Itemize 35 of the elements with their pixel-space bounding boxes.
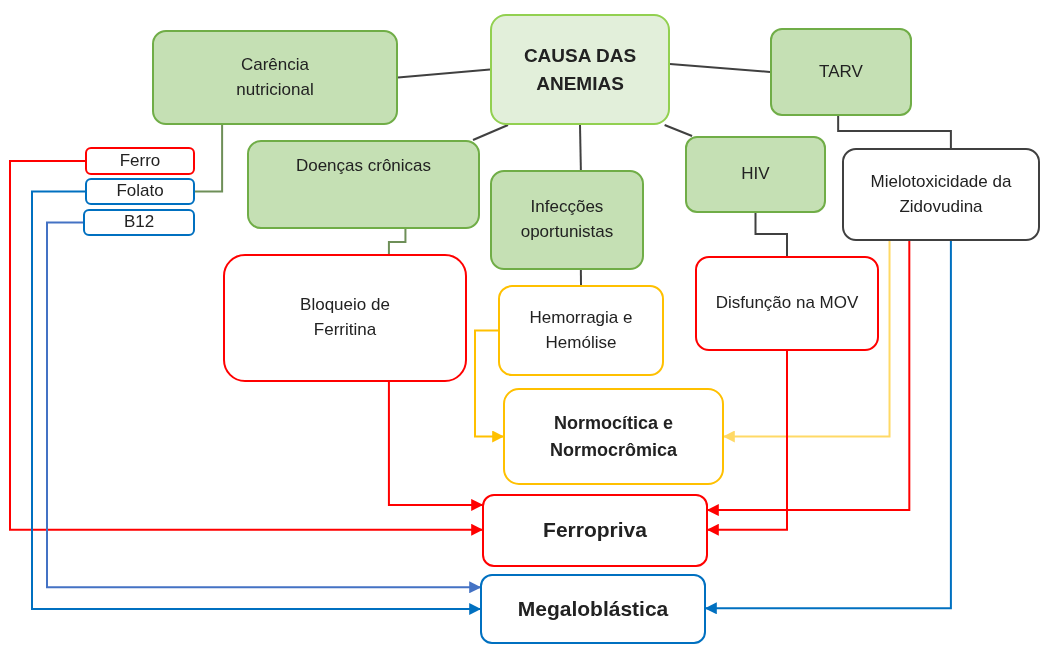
nutrient-box: B12 [83, 209, 195, 236]
arrow [9, 160, 484, 536]
connector-line [754, 212, 788, 257]
cause-box: Bloqueio de Ferritina [223, 254, 467, 382]
anemia-type-box: Ferropriva [482, 494, 708, 567]
arrow [722, 240, 891, 443]
category-box: Infecções oportunistas [490, 170, 644, 270]
connector-line [397, 68, 491, 79]
category-box: Doenças crônicas [247, 140, 480, 229]
connector-line [669, 62, 771, 73]
anemia-type-box: Megaloblástica [480, 574, 706, 644]
title-box: CAUSA DAS ANEMIAS [490, 14, 670, 125]
connector-line [472, 124, 509, 141]
anemia-type-box: Normocítica e Normocrômica [503, 388, 724, 485]
category-box: Carência nutricional [152, 30, 398, 125]
connector-line [837, 115, 952, 149]
arrow [31, 190, 482, 615]
connector-line [579, 124, 582, 171]
arrow [387, 381, 484, 511]
arrow [474, 329, 505, 443]
cause-box: Mielotoxicidade da Zidovudina [842, 148, 1040, 241]
connector-line [194, 124, 224, 193]
connector-line [663, 124, 694, 137]
arrow [704, 240, 952, 615]
arrow [46, 221, 482, 594]
connector-line [387, 228, 407, 255]
nutrient-box: Folato [85, 178, 195, 205]
cause-box: Hemorragia e Hemólise [498, 285, 664, 376]
arrow [706, 350, 788, 536]
category-box: HIV [685, 136, 826, 213]
arrow [706, 240, 911, 517]
nutrient-box: Ferro [85, 147, 195, 175]
cause-box: Disfunção na MOV [695, 256, 879, 351]
connector-line [579, 269, 582, 286]
category-box: TARV [770, 28, 912, 116]
